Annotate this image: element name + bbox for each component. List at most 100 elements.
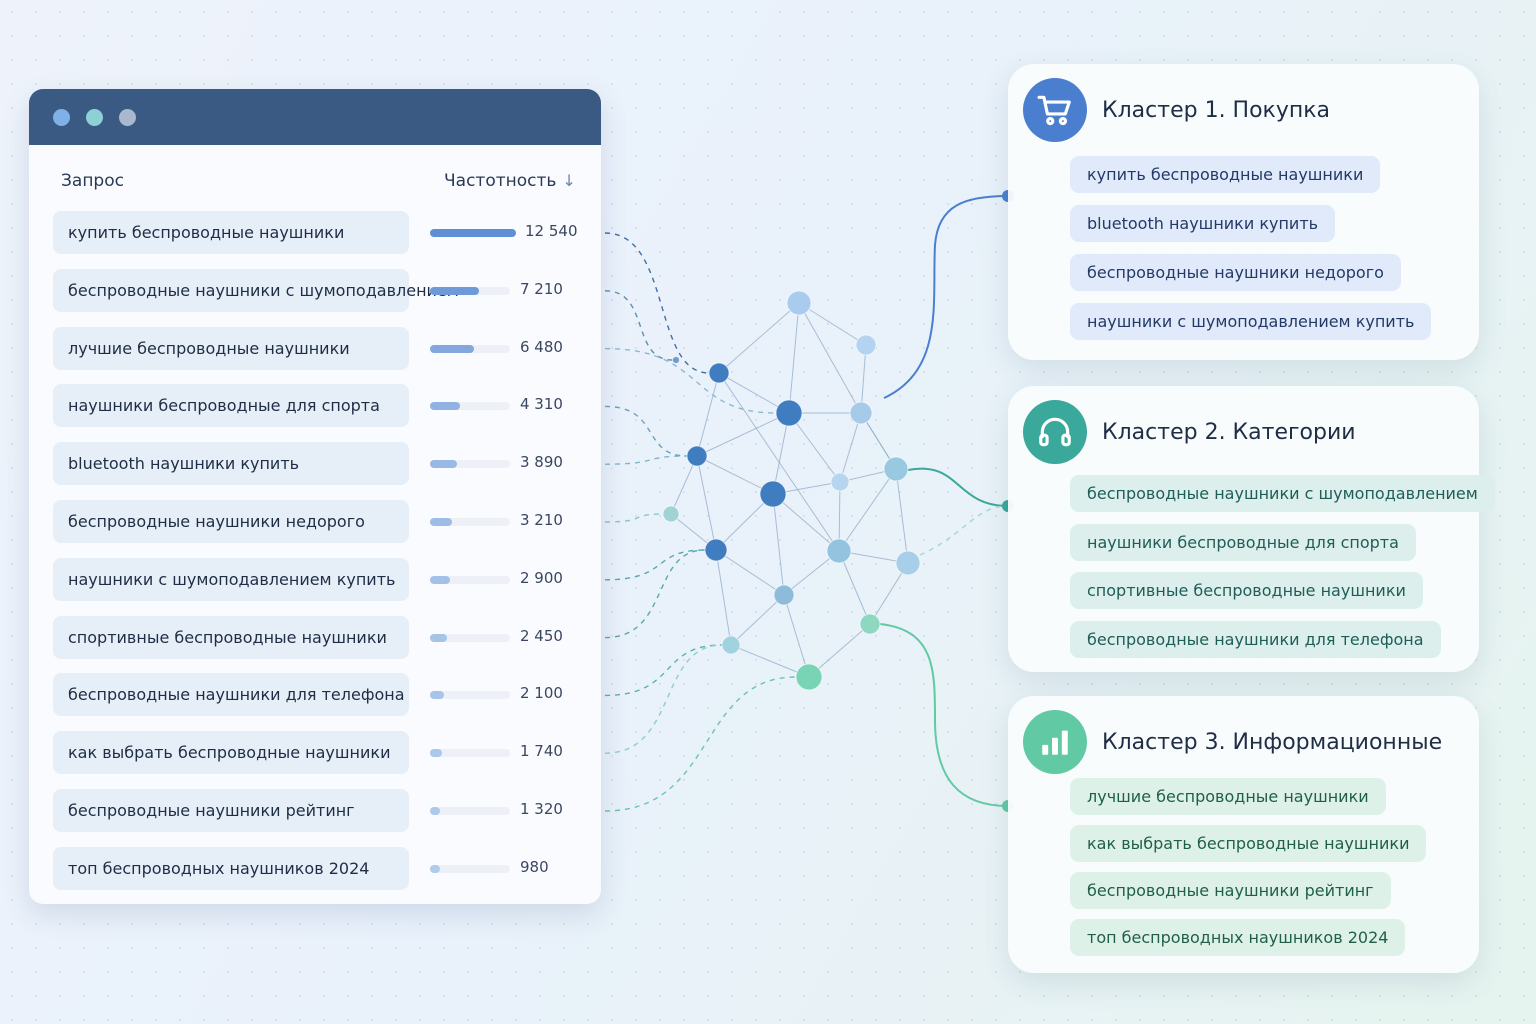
network-edge (772, 493, 785, 596)
frequency-bar-track (430, 518, 510, 526)
network-edge (696, 455, 717, 551)
query-link-dashed (604, 644, 723, 754)
cluster-1-keyword-chip[interactable]: купить беспроводные наушники (1070, 156, 1381, 193)
query-link-dashed (604, 644, 723, 697)
cluster-2-connector (907, 467, 1009, 507)
network-edge (783, 594, 810, 678)
frequency-bar (430, 344, 475, 353)
frequency-bar-track (430, 575, 510, 584)
query-link-dashed (604, 455, 688, 465)
query-text: купить беспроводные наушники (68, 223, 345, 242)
network-edge (715, 549, 732, 646)
cluster-3-keyword-chip[interactable]: топ беспроводных наушников 2024 (1070, 919, 1406, 956)
cluster-3-keyword-chip[interactable]: как выбрать беспроводные наушники (1070, 825, 1427, 862)
query-link-dashed (604, 232, 710, 374)
query-link-dashed (604, 290, 673, 361)
network-edge (788, 302, 800, 414)
frequency-bar (430, 807, 440, 815)
frequency-value: 6 480 (520, 337, 563, 356)
query-text: топ беспроводных наушников 2024 (68, 858, 370, 878)
frequency-value: 3 210 (520, 511, 563, 529)
cluster-1-keyword-chip[interactable]: наушники с шумоподавлением купить (1070, 303, 1432, 340)
query-text: наушники с шумоподавлением купить (68, 569, 396, 589)
bar-chart-icon (1042, 730, 1068, 755)
table-row[interactable]: купить беспроводные наушники (53, 211, 409, 254)
frequency-bar-track (430, 460, 510, 469)
query-text: беспроводные наушники для телефона (68, 685, 405, 705)
window-title-bar (29, 89, 601, 145)
network-node (830, 472, 850, 492)
cluster-2-keyword-chip[interactable]: беспроводные наушники для телефона (1070, 621, 1441, 659)
query-link-dashed (604, 549, 706, 581)
table-row[interactable]: топ беспроводных наушников 2024 (53, 846, 409, 890)
cluster-2-keyword-chip[interactable]: беспроводные наушники с шумоподавлением (1070, 475, 1495, 512)
cluster-1-connector (883, 195, 1009, 399)
cluster-2-keyword-chip[interactable]: спортивные беспроводные наушники (1070, 572, 1423, 610)
table-row[interactable]: беспроводные наушники для телефона (53, 673, 409, 717)
cluster-1-keyword-chip[interactable]: беспроводные наушники недорого (1070, 254, 1401, 291)
table-row[interactable]: как выбрать беспроводные наушники (53, 731, 409, 775)
frequency-bar-track (430, 864, 510, 873)
network-node (704, 538, 728, 562)
table-row[interactable]: bluetooth наушники купить (53, 442, 409, 486)
query-link-dashed (604, 549, 706, 639)
table-row[interactable]: лучшие беспроводные наушники (53, 326, 409, 370)
frequency-bar-track (430, 633, 510, 642)
arrow-down-icon: ↓ (562, 171, 576, 190)
cluster-2-connector-dashed (919, 505, 1009, 556)
column-header-frequency[interactable]: Частотность↓ (444, 171, 576, 191)
network-edge (670, 455, 698, 515)
window-dot-3[interactable] (119, 109, 136, 126)
network-edge (718, 372, 840, 552)
network-edge (838, 468, 897, 552)
frequency-bar (430, 286, 480, 295)
query-link-dashed (604, 347, 777, 414)
table-row[interactable]: спортивные беспроводные наушники (53, 615, 409, 659)
frequency-bar-track (430, 691, 510, 700)
cluster-2-keyword-chip[interactable]: наушники беспроводные для спорта (1070, 523, 1416, 561)
network-node (895, 550, 921, 576)
query-table-window: Запрос Частотность↓ купить беспроводные … (29, 89, 601, 904)
table-row[interactable]: наушники с шумоподавлением купить (53, 557, 409, 601)
frequency-bar (430, 402, 460, 411)
frequency-value: 12 540 (525, 222, 578, 240)
cluster-3-keyword-chip[interactable]: беспроводные наушники рейтинг (1070, 872, 1391, 909)
network-node (883, 456, 909, 482)
table-row[interactable]: беспроводные наушники с шумоподавлением (53, 268, 459, 312)
network-node (855, 334, 877, 356)
cluster-1-keyword-chip[interactable]: bluetooth наушники купить (1070, 205, 1336, 242)
table-row[interactable]: беспроводные наушники недорого (53, 500, 409, 543)
network-node (859, 613, 881, 635)
headphones-icon (1039, 417, 1071, 447)
window-dot-2[interactable] (86, 109, 103, 126)
network-node (795, 663, 823, 691)
network-node (759, 480, 787, 508)
cluster-2-title: Кластер 2. Категории (1102, 420, 1356, 445)
network-edge (839, 412, 862, 483)
network-edge (730, 644, 810, 678)
network-node (708, 362, 730, 384)
cluster-3-keyword-chip[interactable]: лучшие беспроводные наушники (1070, 778, 1386, 815)
network-node (773, 584, 795, 606)
frequency-bar (430, 691, 445, 700)
table-row[interactable]: беспроводные наушники рейтинг (53, 789, 409, 832)
cluster-2-badge (1023, 400, 1087, 464)
cluster-card-informational: Кластер 3. Информационные лучшие беспров… (1008, 696, 1479, 973)
network-node (849, 401, 873, 425)
query-text: bluetooth наушники купить (68, 454, 300, 474)
frequency-bar (430, 633, 447, 642)
network-node (786, 290, 812, 316)
window-dot-1[interactable] (53, 109, 70, 126)
table-row[interactable]: наушники беспроводные для спорта (53, 384, 409, 428)
network-node (662, 505, 680, 523)
network-edge (772, 412, 790, 495)
query-link-dashed (604, 513, 664, 523)
column-header-query[interactable]: Запрос (61, 171, 124, 191)
frequency-bar-track (430, 402, 510, 411)
frequency-bar (430, 575, 450, 584)
frequency-value: 2 100 (520, 684, 563, 703)
frequency-bar-track (430, 807, 510, 815)
network-edge (730, 594, 785, 646)
cluster-3-connector (879, 623, 1009, 807)
